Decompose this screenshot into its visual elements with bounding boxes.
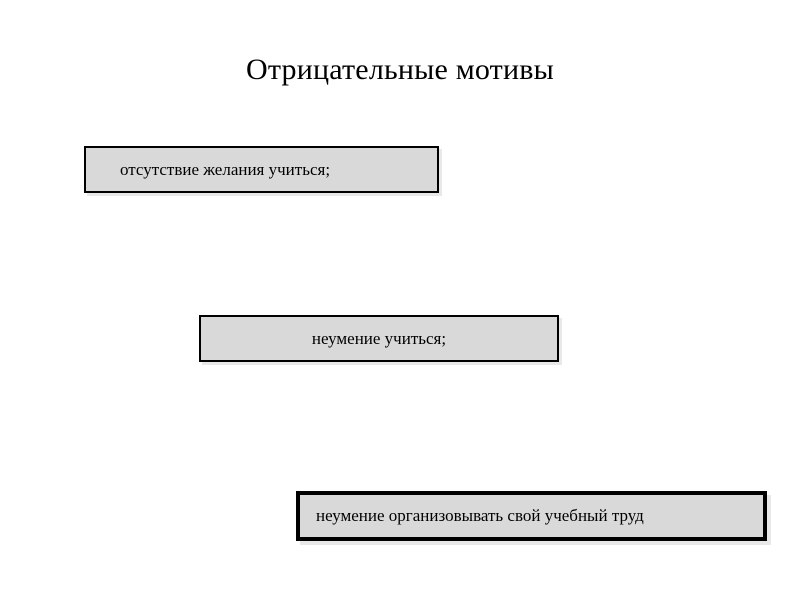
motive-box-1-label: отсутствие желания учиться; xyxy=(120,159,331,179)
page-title: Отрицательные мотивы xyxy=(246,53,554,87)
motive-box-2[interactable]: неумение учиться; xyxy=(199,315,559,362)
motive-box-1[interactable]: отсутствие желания учиться; xyxy=(84,146,439,193)
motive-box-3[interactable]: неумение организовывать свой учебный тру… xyxy=(296,491,767,541)
motive-box-2-label: неумение учиться; xyxy=(311,328,447,348)
motive-box-3-label: неумение организовывать свой учебный тру… xyxy=(316,506,644,526)
